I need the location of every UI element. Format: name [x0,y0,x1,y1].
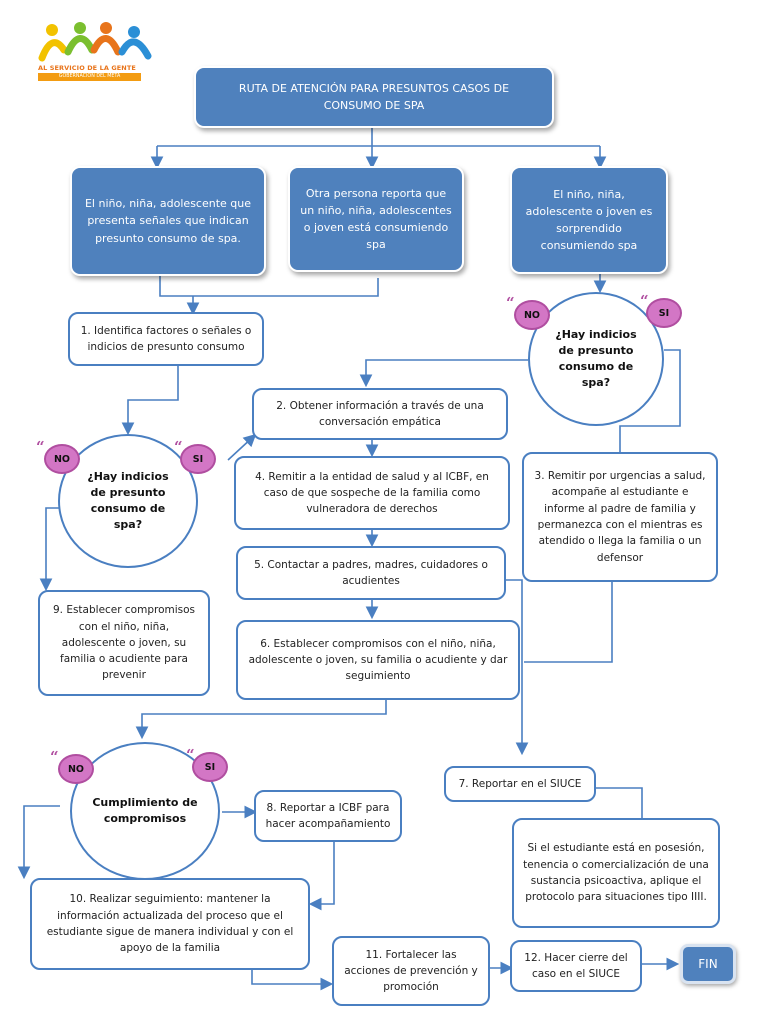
quote-icon: “ [506,294,515,312]
quote-icon: “ [186,746,195,764]
fin-box: FIN [680,944,736,984]
no-badge-left: NO [44,444,80,474]
decision-right: ¿Hay indicios de presunto consumo de spa… [528,292,664,426]
quote-icon: “ [50,748,59,766]
fin-text: FIN [698,957,718,971]
entry-right-text: El niño, niña, adolescente o joven es so… [525,187,653,253]
title-text: RUTA DE ATENCIÓN PARA PRESUNTOS CASOS DE… [238,81,510,112]
step-7-note-box: Si el estudiante está en posesión, tenen… [512,818,720,928]
si-badge-bottom: SI [192,752,228,782]
step-1-box: 1. Identifica factores o señales o indic… [68,312,264,366]
step-3-box: 3. Remitir por urgencias a salud, acompa… [522,452,718,582]
quote-icon: “ [640,292,649,310]
decision-left: ¿Hay indicios de presunto consumo de spa… [58,434,198,568]
step-1-text: 1. Identifica factores o señales o indic… [80,324,252,353]
step-11-text: 11. Fortalecer las acciones de prevenció… [344,948,478,994]
step-12-box: 12. Hacer cierre del caso en el SIUCE [510,940,642,992]
quote-icon: “ [36,438,45,456]
step-2-text: 2. Obtener información a través de una c… [276,399,484,428]
logo: AL SERVICIO DE LA GENTE GOBERNACIÓN DEL … [38,22,158,84]
step-3-text: 3. Remitir por urgencias a salud, acompa… [534,470,706,564]
entry-left-box: El niño, niña, adolescente que presenta … [70,166,266,276]
step-6-text: 6. Establecer compromisos con el niño, n… [248,637,508,683]
step-7-text: 7. Reportar en el SIUCE [458,777,582,790]
step-7-box: 7. Reportar en el SIUCE [444,766,596,802]
step-9-box: 9. Establecer compromisos con el niño, n… [38,590,210,696]
no-badge-bottom: NO [58,754,94,784]
decision-left-text: ¿Hay indicios de presunto consumo de spa… [87,470,169,531]
entry-right-box: El niño, niña, adolescente o joven es so… [510,166,668,274]
step-4-box: 4. Remitir a la entidad de salud y al IC… [234,456,510,530]
logo-text: AL SERVICIO DE LA GENTE [38,64,136,72]
step-11-box: 11. Fortalecer las acciones de prevenció… [332,936,490,1006]
entry-middle-box: Otra persona reporta que un niño, niña, … [288,166,464,272]
title-box: RUTA DE ATENCIÓN PARA PRESUNTOS CASOS DE… [194,66,554,128]
step-2-box: 2. Obtener información a través de una c… [252,388,508,440]
step-10-text: 10. Realizar seguimiento: mantener la in… [46,893,294,955]
step-8-text: 8. Reportar a ICBF para hacer acompañami… [265,801,391,830]
logo-figures-icon [38,22,152,62]
si-badge-right: SI [646,298,682,328]
step-12-text: 12. Hacer cierre del caso en el SIUCE [524,951,628,980]
quote-icon: “ [174,438,183,456]
step-4-text: 4. Remitir a la entidad de salud y al IC… [255,470,489,516]
step-6-box: 6. Establecer compromisos con el niño, n… [236,620,520,700]
step-8-box: 8. Reportar a ICBF para hacer acompañami… [254,790,402,842]
entry-middle-text: Otra persona reporta que un niño, niña, … [300,186,452,252]
no-badge-right: NO [514,300,550,330]
step-10-box: 10. Realizar seguimiento: mantener la in… [30,878,310,970]
decision-right-text: ¿Hay indicios de presunto consumo de spa… [555,328,637,389]
logo-subtext: GOBERNACIÓN DEL META [38,73,141,81]
decision-bottom-text: Cumplimiento de compromisos [92,796,198,825]
entry-left-text: El niño, niña, adolescente que presenta … [84,197,252,245]
step-5-box: 5. Contactar a padres, madres, cuidadore… [236,546,506,600]
si-badge-left: SI [180,444,216,474]
step-9-text: 9. Establecer compromisos con el niño, n… [52,604,196,682]
step-5-text: 5. Contactar a padres, madres, cuidadore… [254,558,488,587]
step-7-note-text: Si el estudiante está en posesión, tenen… [523,842,709,904]
